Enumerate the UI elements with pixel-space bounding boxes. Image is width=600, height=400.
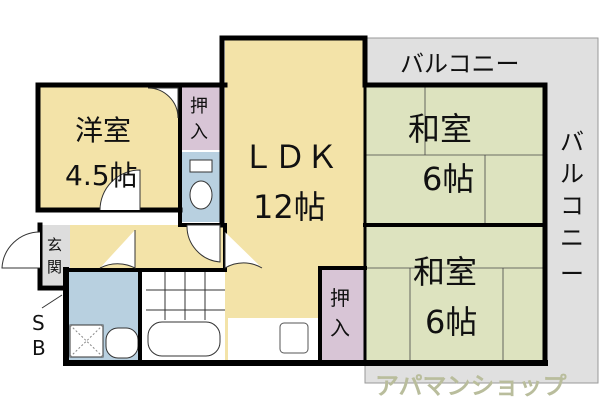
closet-ldk-label-2: 入 (330, 316, 350, 340)
bathtub-icon (147, 321, 221, 357)
svg-text:ル: ル (560, 160, 584, 188)
japanese-room-lower (365, 225, 545, 363)
balcony-right-label: バ ル コ ニ ー (560, 128, 584, 288)
bathroom (142, 272, 225, 360)
closet-western-label-1: 押 (190, 96, 208, 117)
entrance-label-1: 玄 (47, 236, 62, 254)
japanese-lower-size: 6帖 (425, 303, 477, 341)
closet-ldk (322, 268, 365, 360)
watermark: アパマンショップ (375, 372, 568, 400)
kitchen-sink (279, 322, 309, 354)
closet-ldk-label-1: 押 (330, 286, 350, 310)
closet-western (180, 85, 222, 150)
wash-basin-icon (105, 327, 139, 359)
washing-machine-area (69, 324, 104, 358)
toilet-icon (189, 180, 213, 210)
sb-leader-line (41, 294, 63, 309)
door-swings (1, 87, 263, 269)
entrance-label-2: 関 (47, 258, 62, 276)
japanese-room-upper (365, 85, 545, 225)
svg-text:バ: バ (560, 128, 584, 156)
svg-text:ー: ー (560, 260, 584, 288)
svg-text:コ: コ (560, 192, 584, 220)
ldk-name: ＬＤＫ (242, 138, 338, 176)
svg-text:ニ: ニ (560, 224, 584, 252)
ldk-size: 12帖 (253, 188, 326, 226)
japanese-lower-name: 和室 (413, 253, 477, 291)
closet-western-label-2: 入 (190, 122, 208, 143)
japanese-upper-name: 和室 (408, 110, 472, 148)
sb-label-2: B (32, 336, 46, 360)
western-room-name: 洋室 (75, 114, 131, 147)
western-room-size: 4.5帖 (65, 159, 138, 192)
japanese-upper-size: 6帖 (422, 160, 474, 198)
toilet-tank (189, 159, 213, 173)
sb-label-1: S (32, 311, 45, 335)
balcony-top-label: バルコニー (400, 50, 520, 78)
